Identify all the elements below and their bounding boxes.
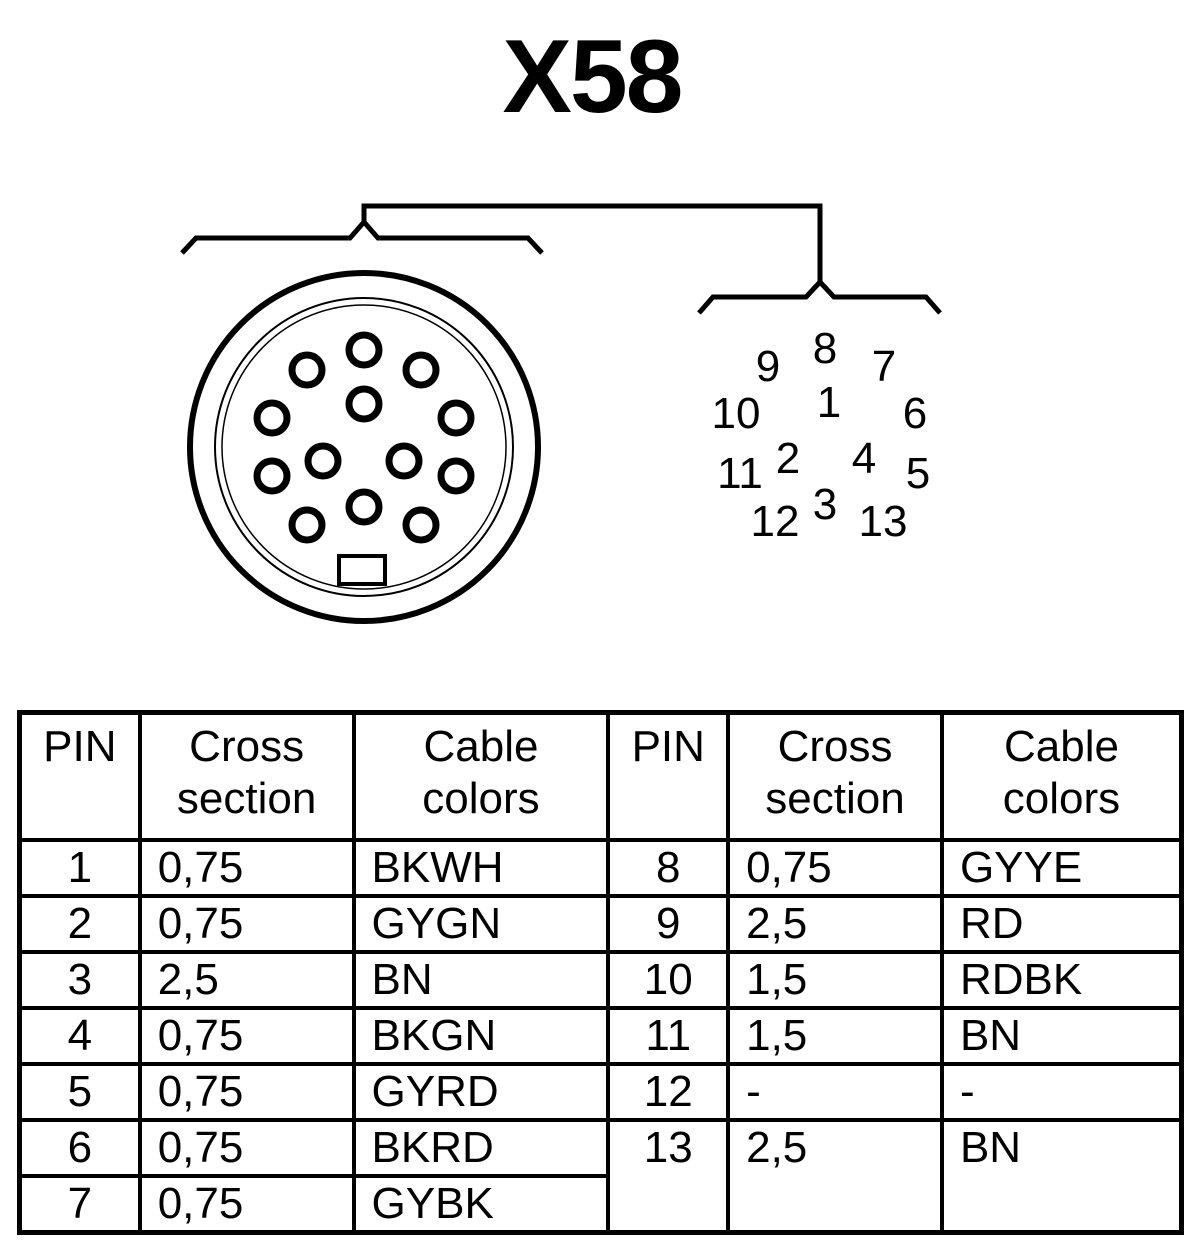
pin-cell: 2 bbox=[17, 894, 142, 954]
cable-color-cell: BN bbox=[351, 950, 611, 1010]
pin-hole-8 bbox=[345, 331, 383, 369]
pin-cell: 9 bbox=[606, 894, 731, 954]
table-row: 7 0,75 GYBK bbox=[17, 1174, 1182, 1235]
pin-number-label: 7 bbox=[872, 342, 896, 391]
pin-cell: 3 bbox=[17, 950, 142, 1010]
table-row: 5 0,75 GYRD 12 - - bbox=[17, 1062, 1184, 1122]
pin-number-map: 8 9 7 10 1 6 11 2 4 5 12 3 13 bbox=[712, 324, 931, 546]
connector-socket bbox=[187, 270, 541, 624]
cable-color-cell: BKWH bbox=[351, 838, 611, 898]
cross-section-cell: 1,5 bbox=[726, 1006, 944, 1066]
cross-section-cell: 0,75 bbox=[137, 1062, 356, 1122]
cable-color-cell: BKGN bbox=[351, 1006, 611, 1066]
socket-pin-holes bbox=[253, 331, 475, 544]
cable-color-cell: GYGN bbox=[351, 894, 611, 954]
pin-hole-7 bbox=[402, 351, 440, 389]
pin-cell: 13 bbox=[606, 1118, 731, 1235]
pin-number-label: 9 bbox=[756, 342, 780, 391]
pin-number-label: 1 bbox=[817, 378, 841, 427]
cross-section-cell: 0,75 bbox=[137, 838, 356, 898]
connector-title: X58 bbox=[502, 19, 683, 135]
pin-hole-10 bbox=[253, 399, 291, 437]
cross-section-cell: 0,75 bbox=[726, 838, 944, 898]
cross-section-cell: 2,5 bbox=[726, 1118, 944, 1235]
pin-cell: 6 bbox=[17, 1118, 142, 1178]
table-row: 6 0,75 BKRD 13 2,5 BN bbox=[17, 1118, 1184, 1235]
header-pin: PIN bbox=[17, 710, 142, 842]
pin-hole-2 bbox=[304, 442, 342, 480]
pin-number-label: 8 bbox=[813, 324, 837, 373]
pin-number-label: 11 bbox=[717, 449, 763, 498]
cross-section-cell: 2,5 bbox=[137, 950, 356, 1010]
cable-color-cell: - bbox=[939, 1062, 1184, 1122]
cable-color-cell: BKRD bbox=[351, 1118, 611, 1178]
pin-number-label: 13 bbox=[859, 497, 908, 546]
pin-hole-5 bbox=[437, 457, 475, 495]
cross-section-cell: 0,75 bbox=[137, 1006, 356, 1066]
cross-section-cell: 1,5 bbox=[726, 950, 944, 1010]
pin-cell: 4 bbox=[17, 1006, 142, 1066]
pin-cell: 7 bbox=[17, 1174, 142, 1235]
pin-number-label: 6 bbox=[903, 389, 927, 438]
cable-color-cell: RDBK bbox=[939, 950, 1184, 1010]
pin-hole-11 bbox=[253, 457, 291, 495]
connector-diagram: 8 9 7 10 1 6 11 2 4 5 12 3 13 bbox=[180, 203, 942, 624]
pin-hole-12 bbox=[288, 506, 326, 544]
cable-color-cell: BN bbox=[939, 1006, 1184, 1066]
pin-cell: 11 bbox=[606, 1006, 731, 1066]
cross-section-cell: 0,75 bbox=[137, 1174, 356, 1235]
pin-cell: 5 bbox=[17, 1062, 142, 1122]
pin-number-label: 5 bbox=[906, 449, 930, 498]
cable-color-cell: RD bbox=[939, 894, 1184, 954]
cable-color-cell: GYRD bbox=[351, 1062, 611, 1122]
pin-number-label: 2 bbox=[776, 434, 800, 483]
pin-cell: 10 bbox=[606, 950, 731, 1010]
pin-number-label: 10 bbox=[712, 389, 761, 438]
pin-number-label: 4 bbox=[852, 434, 876, 483]
pin-hole-1 bbox=[345, 385, 383, 423]
table-row: 4 0,75 BKGN 11 1,5 BN bbox=[17, 1006, 1184, 1066]
table-row: 2 0,75 GYGN 9 2,5 RD bbox=[17, 894, 1184, 954]
pin-hole-9 bbox=[288, 351, 326, 389]
cross-section-cell: 2,5 bbox=[726, 894, 944, 954]
pin-hole-13 bbox=[402, 506, 440, 544]
pin-number-label: 12 bbox=[751, 497, 800, 546]
table-row: 1 0,75 BKWH 8 0,75 GYYE bbox=[17, 838, 1184, 898]
pin-hole-6 bbox=[437, 399, 475, 437]
pin-hole-4 bbox=[385, 442, 423, 480]
cross-section-cell: 0,75 bbox=[137, 894, 356, 954]
bracket-lines bbox=[180, 203, 942, 315]
pin-cell: 8 bbox=[606, 838, 731, 898]
pin-number-label: 3 bbox=[813, 480, 837, 529]
pin-cell: 12 bbox=[606, 1062, 731, 1122]
socket-key-notch bbox=[337, 554, 387, 586]
cross-section-cell: - bbox=[726, 1062, 944, 1122]
header-pin: PIN bbox=[606, 710, 731, 842]
table-row: 3 2,5 BN 10 1,5 RDBK bbox=[17, 950, 1184, 1010]
cable-color-cell: GYBK bbox=[351, 1174, 611, 1235]
pin-cell: 1 bbox=[17, 838, 142, 898]
cross-section-cell: 0,75 bbox=[137, 1118, 356, 1178]
cable-color-cell: BN bbox=[939, 1118, 1184, 1235]
cable-color-cell: GYYE bbox=[939, 838, 1184, 898]
pin-hole-3 bbox=[345, 488, 383, 526]
